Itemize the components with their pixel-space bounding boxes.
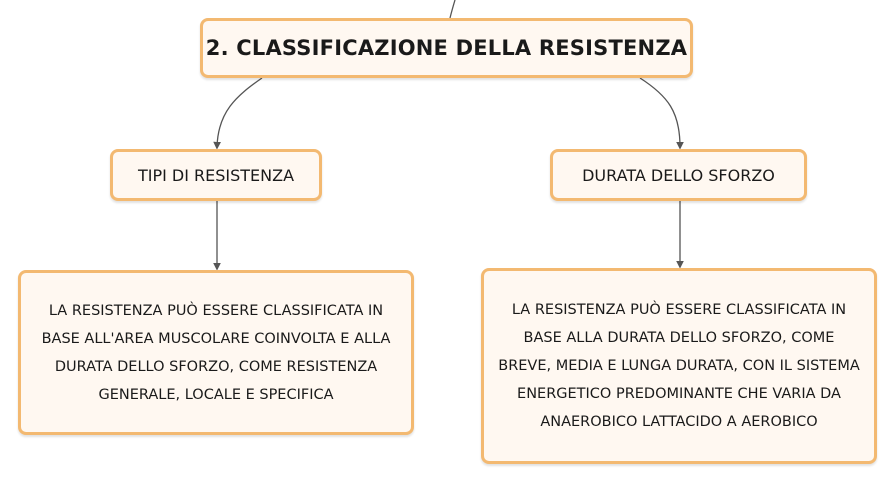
node-durata-detail[interactable]: LA RESISTENZA PUÒ ESSERE CLASSIFICATA IN…: [481, 268, 877, 464]
node-tipi-di-resistenza-label: TIPI DI RESISTENZA: [137, 165, 295, 185]
connector-root-to-left: [213, 77, 263, 150]
root-node-label: 2. CLASSIFICAZIONE DELLA RESISTENZA: [205, 36, 688, 60]
node-durata-dello-sforzo-label: DURATA DELLO SFORZO: [582, 165, 775, 185]
node-durata-detail-text: LA RESISTENZA PUÒ ESSERE CLASSIFICATA IN…: [498, 302, 860, 430]
node-tipi-detail-text: LA RESISTENZA PUÒ ESSERE CLASSIFICATA IN…: [41, 302, 391, 403]
node-tipi-detail[interactable]: LA RESISTENZA PUÒ ESSERE CLASSIFICATA IN…: [18, 270, 414, 435]
node-durata-dello-sforzo[interactable]: DURATA DELLO SFORZO: [550, 149, 807, 201]
connector-root-to-right: [639, 77, 684, 150]
connector-parent-to-root: [449, 0, 456, 19]
node-tipi-di-resistenza[interactable]: TIPI DI RESISTENZA: [110, 149, 322, 201]
root-node[interactable]: 2. CLASSIFICAZIONE DELLA RESISTENZA: [200, 18, 693, 78]
